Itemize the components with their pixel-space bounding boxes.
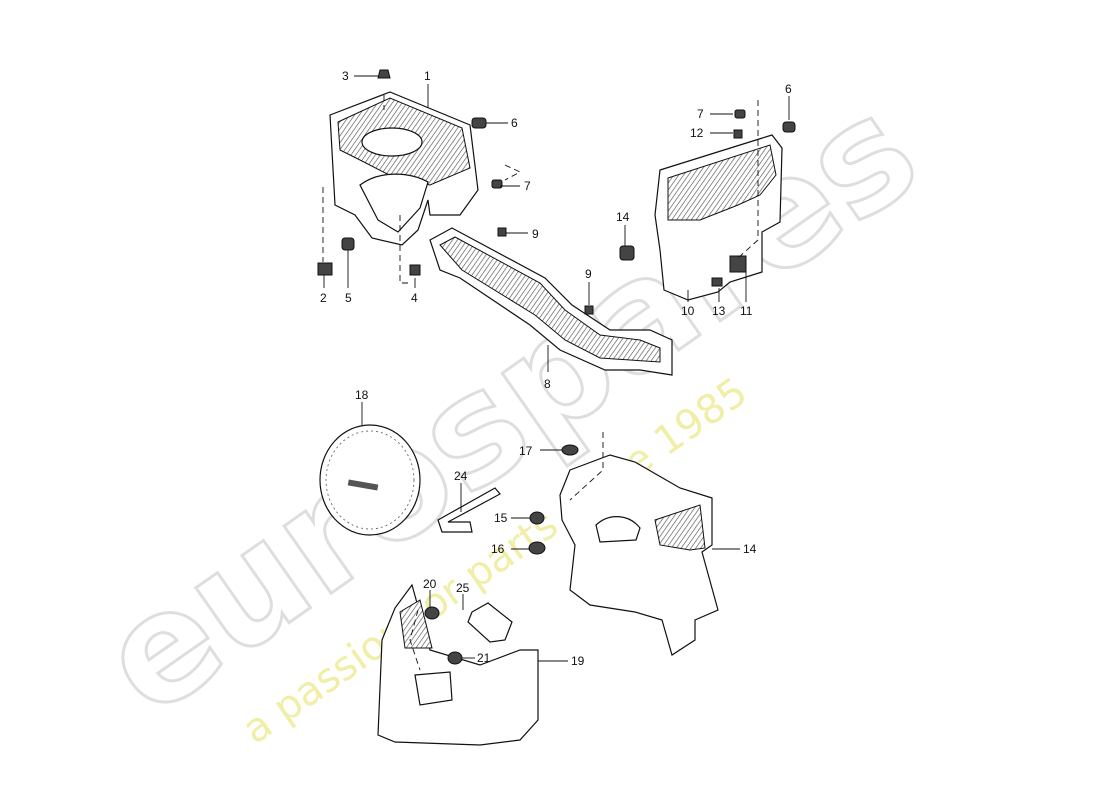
callout-14: 14	[616, 210, 630, 224]
callout-7-left: 7	[524, 179, 531, 193]
callout-20: 19	[571, 654, 585, 668]
callout-25: 25	[456, 581, 470, 595]
callout-21: 20	[423, 577, 437, 591]
callout-labels: 3 1 6 7 2 5 4 9 9 8 7 12 6 14 10 13 11 1…	[320, 69, 792, 668]
leader-lines	[322, 75, 790, 671]
callout-2: 2	[320, 291, 327, 305]
callout-4: 4	[411, 291, 418, 305]
part-20-liner	[377, 583, 539, 746]
callout-18: 17	[519, 444, 533, 458]
callout-8: 8	[544, 377, 551, 391]
part-19-round-cover	[319, 424, 421, 536]
callout-22: 21	[477, 651, 491, 665]
callout-9-lower: 9	[585, 267, 592, 281]
part-15-liner	[559, 454, 719, 656]
part-8-channel	[429, 227, 673, 376]
callout-17: 16	[491, 542, 505, 556]
watermark-brand: eurospares	[71, 63, 948, 750]
fasteners	[317, 69, 796, 665]
part-25-plate	[467, 602, 513, 643]
callout-6-right: 6	[785, 82, 792, 96]
callout-11: 11	[740, 304, 753, 318]
part-1-cover	[329, 91, 479, 246]
callout-5: 5	[345, 291, 352, 305]
callout-13: 13	[712, 304, 726, 318]
callout-3: 3	[342, 69, 349, 83]
callout-9-upper: 9	[532, 227, 539, 241]
callout-12: 12	[690, 126, 704, 140]
callout-19: 18	[355, 388, 369, 402]
callout-6-left: 6	[511, 116, 518, 130]
callout-1: 1	[424, 69, 431, 83]
callout-24: 24	[454, 469, 468, 483]
callout-7-right: 7	[697, 107, 704, 121]
part-10-panel	[654, 134, 783, 301]
callout-15: 14	[743, 542, 757, 556]
callout-10: 10	[681, 304, 695, 318]
callout-16: 15	[494, 511, 508, 525]
part-24-strap	[437, 487, 501, 533]
